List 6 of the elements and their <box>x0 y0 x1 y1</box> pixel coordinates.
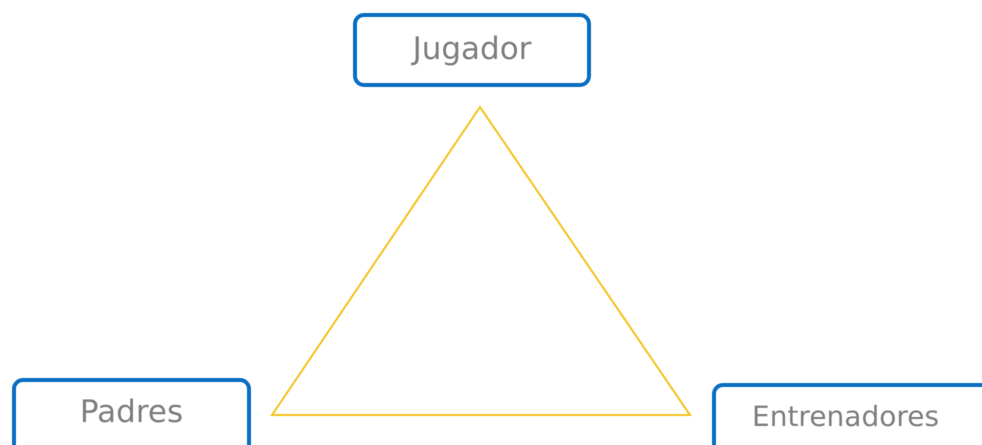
box-label: Entrenadores <box>752 400 940 433</box>
box-label: Padres <box>80 394 184 430</box>
label-box <box>12 378 251 445</box>
box-label: Jugador <box>412 31 532 67</box>
label-box <box>353 13 591 87</box>
label-box <box>712 383 982 445</box>
